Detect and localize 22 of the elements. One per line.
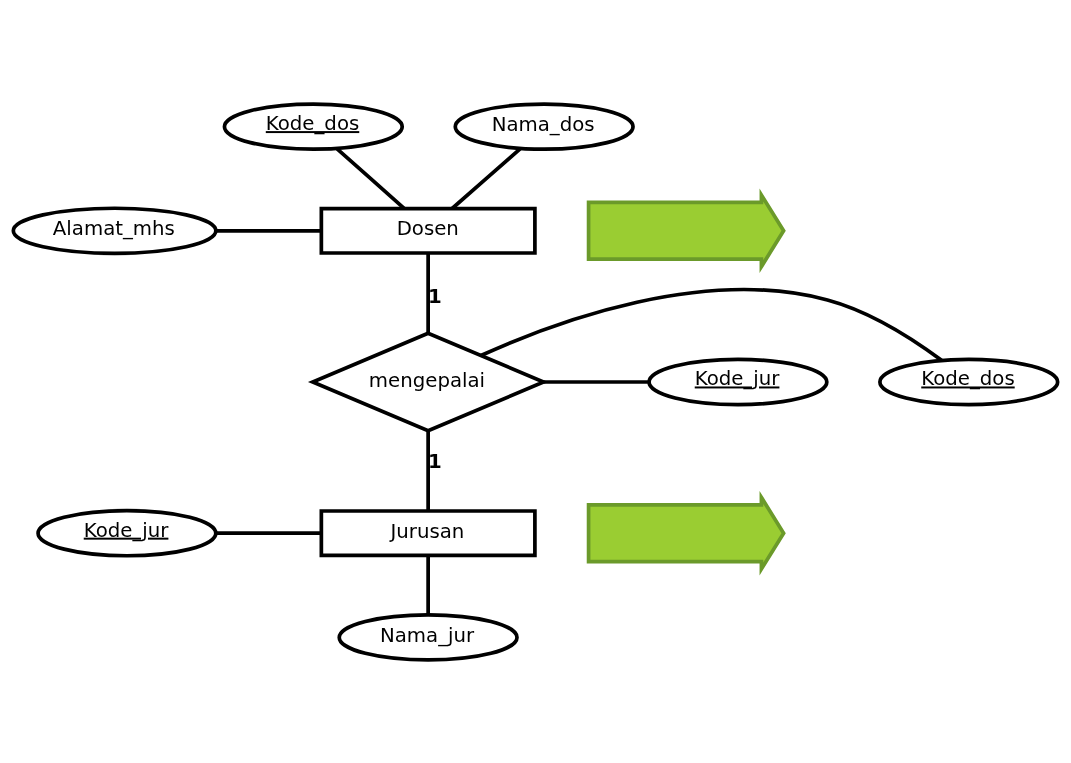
node-box: Jurusan bbox=[319, 508, 537, 557]
connector bbox=[543, 379, 649, 384]
connector bbox=[450, 147, 522, 210]
connector bbox=[426, 430, 430, 511]
node-arrow bbox=[586, 188, 786, 273]
connector bbox=[426, 252, 430, 333]
connector bbox=[216, 530, 321, 535]
connector bbox=[335, 147, 406, 210]
node-ellipse: Alamat_mhs bbox=[11, 205, 218, 255]
connector bbox=[216, 228, 321, 233]
node-ellipse: Kode_jur bbox=[647, 357, 829, 406]
edge-label: 1 bbox=[428, 449, 442, 473]
edge-label: 1 bbox=[428, 284, 442, 308]
connector bbox=[480, 287, 943, 362]
node-ellipse: Nama_dos bbox=[453, 101, 635, 151]
node-box: Dosen bbox=[319, 206, 537, 255]
node-arrow bbox=[586, 490, 786, 575]
node-ellipse: Nama_jur bbox=[337, 612, 519, 662]
node-ellipse: Kode_jur bbox=[36, 508, 218, 558]
node-ellipse: Kode_dos bbox=[878, 357, 1060, 406]
node-ellipse: Kode_dos bbox=[222, 101, 405, 151]
connector bbox=[426, 555, 430, 614]
